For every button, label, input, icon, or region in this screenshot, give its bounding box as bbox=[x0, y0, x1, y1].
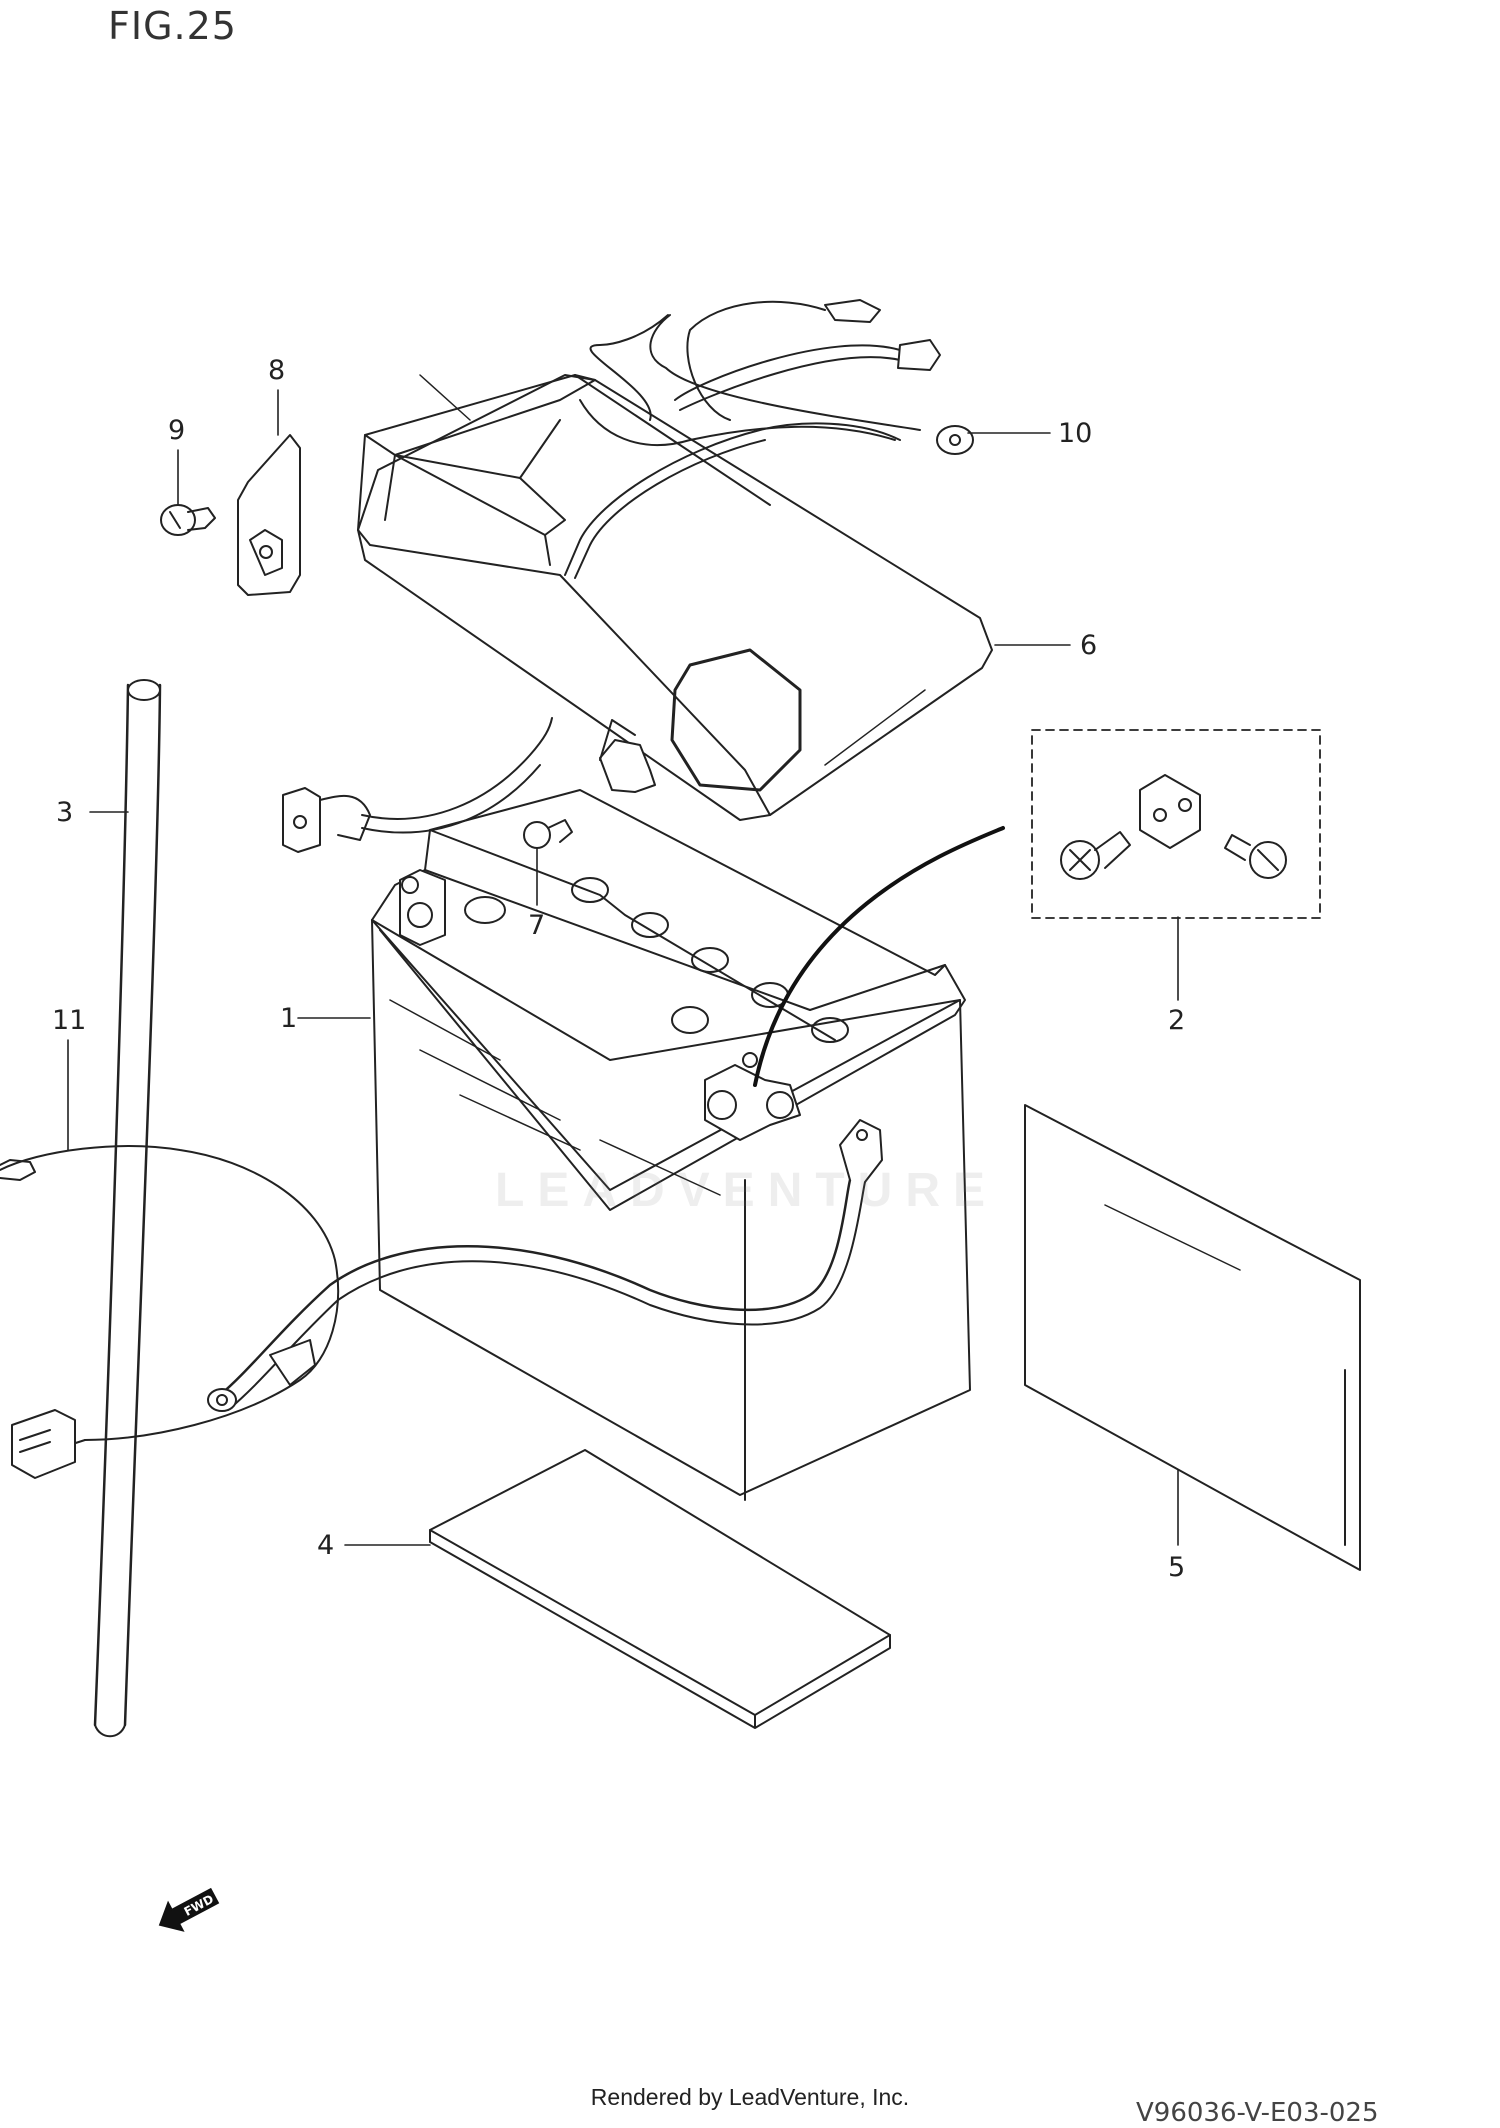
callout-10: 10 bbox=[1058, 418, 1093, 449]
harness-lead-part[interactable] bbox=[0, 1145, 339, 1479]
callout-7: 7 bbox=[528, 910, 546, 941]
terminal-bolt-set-part[interactable] bbox=[1031, 729, 1321, 919]
callout-1: 1 bbox=[280, 1003, 298, 1034]
long-battery-cable[interactable] bbox=[207, 1119, 883, 1412]
battery-part[interactable] bbox=[371, 789, 971, 1510]
diagram-code: V96036-V-E03-025 bbox=[1136, 2098, 1379, 2128]
leader-line-part2 bbox=[753, 826, 1005, 1087]
breather-tube-part[interactable] bbox=[93, 679, 162, 1738]
callout-11: 11 bbox=[52, 1005, 87, 1036]
footer-credit: Rendered by LeadVenture, Inc. bbox=[590, 2084, 910, 2110]
negative-cable-part[interactable] bbox=[282, 717, 656, 853]
battery-plate-part[interactable] bbox=[1024, 1104, 1361, 1571]
positive-terminal bbox=[704, 1052, 801, 1141]
forward-arrow-icon: FWD bbox=[148, 1880, 228, 1945]
bolt-part[interactable] bbox=[160, 504, 216, 536]
battery-cell-caps bbox=[464, 877, 849, 1043]
callout-8: 8 bbox=[268, 355, 286, 386]
callout-5: 5 bbox=[1168, 1552, 1186, 1583]
bracket-part[interactable] bbox=[237, 434, 301, 596]
positive-cable-part[interactable] bbox=[564, 289, 974, 579]
figure-title: FIG.25 bbox=[108, 4, 237, 48]
negative-terminal bbox=[399, 869, 446, 946]
callout-leaders bbox=[67, 389, 1179, 1546]
callout-2: 2 bbox=[1168, 1005, 1186, 1036]
watermark-text: LEADVENTURE bbox=[495, 1164, 999, 1217]
battery-cover-part[interactable] bbox=[357, 374, 993, 821]
terminal-bolt-part[interactable] bbox=[523, 819, 573, 849]
callout-6: 6 bbox=[1080, 630, 1098, 661]
battery-pad-part[interactable] bbox=[429, 1449, 891, 1729]
callout-9: 9 bbox=[168, 415, 186, 446]
callout-3: 3 bbox=[56, 797, 74, 828]
callout-4: 4 bbox=[317, 1530, 335, 1561]
